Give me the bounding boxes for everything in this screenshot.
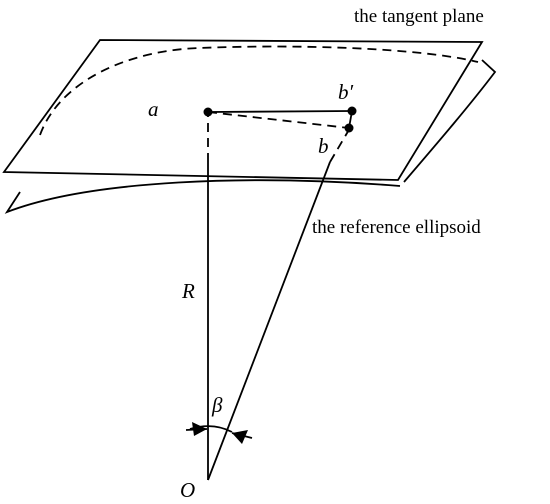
segment-a-b-prime [207, 110, 353, 113]
point-b-prime-label: b′ [338, 80, 354, 104]
ellipsoid-front-edge [4, 179, 401, 214]
radius-label: R [181, 279, 195, 303]
segment-a-b-dashed [207, 111, 350, 129]
line-o-to-b-dashed [329, 127, 351, 163]
point-b-dot [344, 123, 354, 133]
line-o-to-b-solid [207, 161, 331, 481]
tangent-plane-label: the tangent plane [354, 6, 484, 27]
origin-label: O [180, 478, 195, 502]
angle-label: β [211, 393, 223, 417]
point-a-dot [203, 107, 213, 117]
point-b-label: b [318, 134, 329, 158]
point-a-label: a [148, 97, 159, 121]
reference-ellipsoid-label: the reference ellipsoid [312, 217, 481, 238]
ellipsoid-dashed-curve [39, 45, 479, 136]
angle-tick-right [231, 432, 253, 439]
ellipsoid-right-edge [403, 59, 497, 183]
tangent-plane-outline [2, 39, 484, 181]
angle-tick-left [185, 428, 208, 431]
point-b-prime-dot [347, 106, 357, 116]
